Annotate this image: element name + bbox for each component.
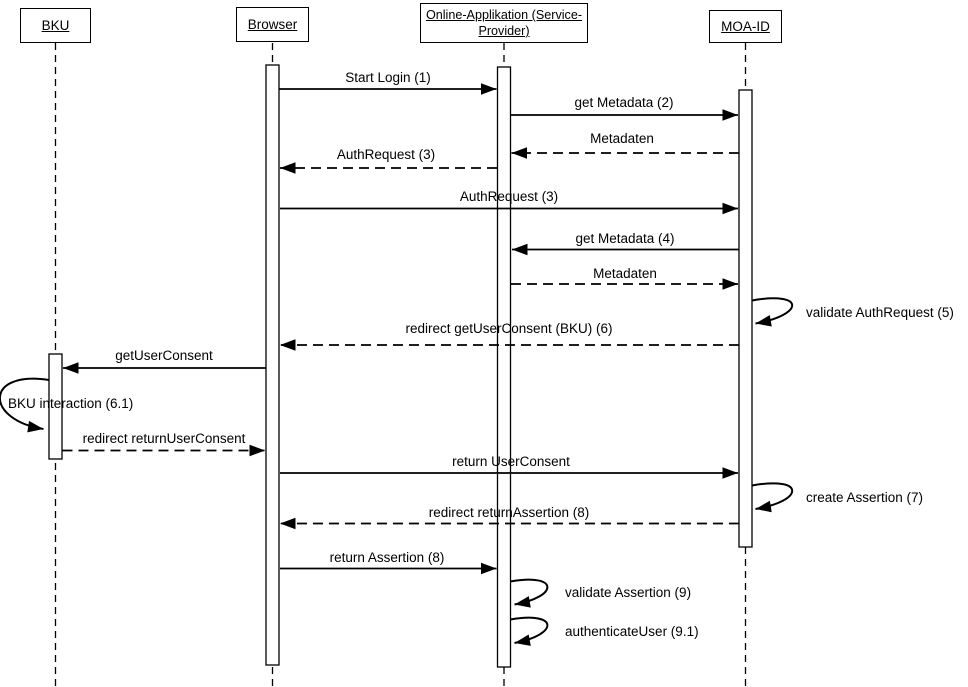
message-label-redirect-return-assertion: redirect returnAssertion (8): [428, 505, 590, 520]
self-message-label-authenticate-user: authenticateUser (9.1): [565, 624, 699, 639]
self-message-label-validate-assertion: validate Assertion (9): [565, 585, 692, 600]
actor-label-online-app: Online-Applikation (Service- Provider): [426, 7, 582, 39]
activation-bar-moa-id: [738, 89, 753, 548]
actor-label-online-app-line1: Online-Applikation (Service-: [425, 8, 583, 22]
actor-label-bku: BKU: [41, 18, 70, 33]
message-label-auth-request-3-forward: AuthRequest (3): [459, 189, 559, 204]
actor-label-moa-id: MOA-ID: [721, 19, 770, 34]
activation-bar-browser: [265, 64, 280, 666]
activation-bar-online-app: [496, 66, 512, 668]
message-label-get-metadata-2: get Metadata (2): [574, 95, 674, 110]
message-label-get-user-consent: getUserConsent: [115, 348, 213, 363]
message-label-metadaten-2: Metadaten: [593, 266, 657, 281]
actor-box-online-app: Online-Applikation (Service- Provider): [420, 3, 588, 43]
message-label-return-user-consent: return UserConsent: [452, 454, 570, 469]
actor-box-browser: Browser: [236, 7, 309, 42]
activation-bar-bku: [48, 353, 63, 460]
message-label-start-login: Start Login (1): [345, 70, 431, 85]
self-message-arc-bku-interaction: [0, 377, 50, 433]
self-message-arc-validate-assertion: [510, 578, 549, 608]
message-label-redirect-return-user-consent: redirect returnUserConsent: [82, 431, 246, 446]
self-message-arc-authenticate-user: [510, 616, 549, 646]
self-message-arc-create-assertion: [751, 482, 794, 513]
actor-label-browser: Browser: [247, 17, 298, 32]
message-label-redirect-get-user-consent: redirect getUserConsent (BKU) (6): [405, 321, 613, 336]
message-label-get-metadata-4: get Metadata (4): [575, 231, 675, 246]
message-label-return-assertion: return Assertion (8): [329, 550, 445, 565]
self-message-label-bku-interaction: BKU interaction (6.1): [8, 396, 134, 411]
actor-box-moa-id: MOA-ID: [709, 10, 782, 43]
actor-label-online-app-line2: Provider): [478, 24, 530, 38]
actor-box-bku: BKU: [20, 8, 91, 43]
message-label-auth-request-3-return: AuthRequest (3): [336, 147, 436, 162]
self-message-label-validate-auth-request: validate AuthRequest (5): [806, 305, 954, 320]
self-message-label-create-assertion: create Assertion (7): [806, 490, 924, 505]
self-message-arc-validate-auth-request: [751, 297, 794, 327]
message-label-metadaten-1: Metadaten: [590, 131, 654, 146]
